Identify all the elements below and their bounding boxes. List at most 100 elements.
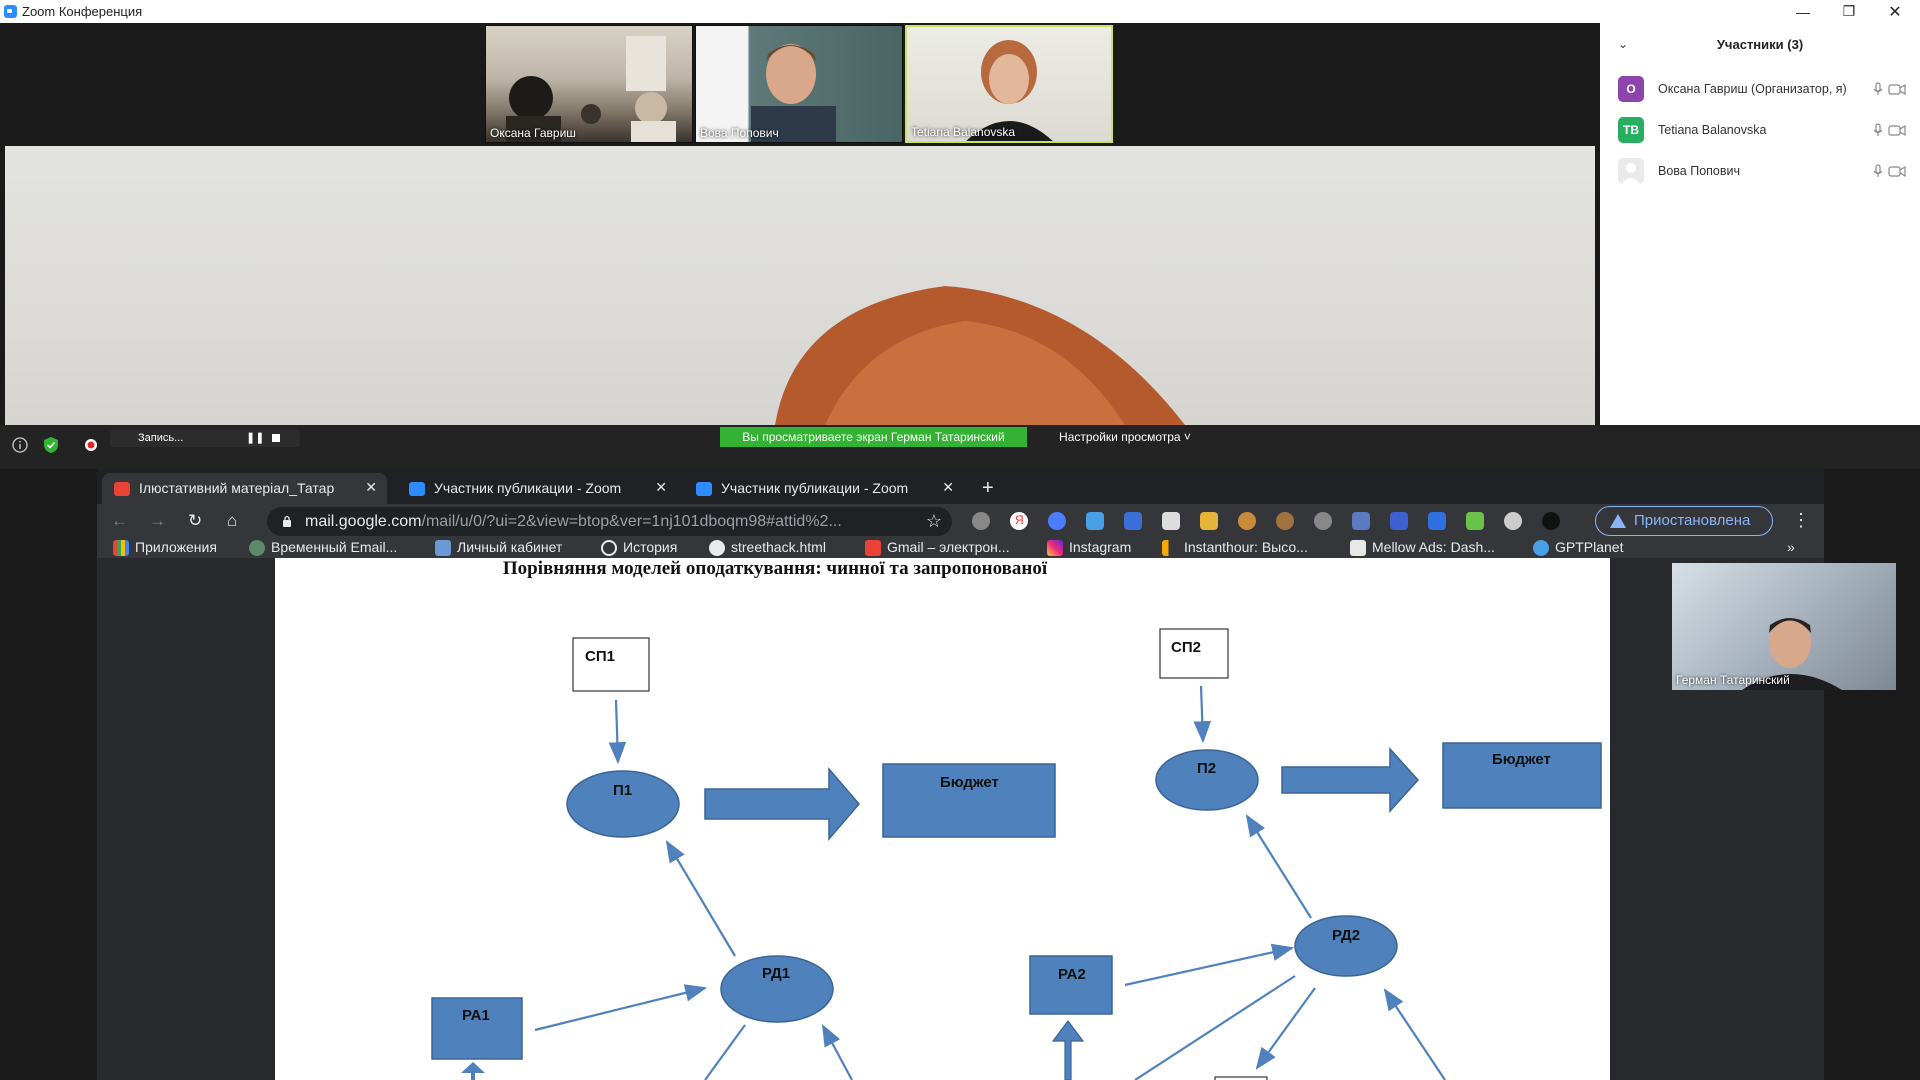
reload-icon[interactable]: ↻ [188, 511, 203, 530]
arrow-rd1-p1 [665, 840, 736, 957]
arrow-up-rd1 [821, 1024, 853, 1080]
home-icon[interactable]: ⌂ [227, 511, 238, 530]
participant-row[interactable]: Вова Попович [1618, 158, 1908, 184]
close-button[interactable]: ✕ [1888, 3, 1902, 21]
bookmark-item[interactable]: История [601, 539, 677, 556]
compass-extension-icon[interactable] [1504, 512, 1522, 530]
arrow-rd2-p2 [1245, 814, 1312, 919]
bookmark-item[interactable]: Instanthour: Высо... [1162, 539, 1308, 556]
active-speaker-video[interactable] [5, 146, 1595, 425]
camera-icon[interactable] [1888, 81, 1906, 97]
ra1-box [431, 997, 523, 1060]
shield-icon[interactable] [42, 436, 60, 454]
warning-icon [1610, 514, 1626, 528]
pause-icon[interactable]: ❚❚ [246, 432, 265, 444]
bar-chart-icon [1162, 540, 1178, 556]
browser-toolbar: ← → ↻ ⌂ mail.google.com/mail/u/0/?ui=2&v… [97, 504, 1824, 538]
s-extension-icon[interactable] [1086, 512, 1104, 530]
video-tile-vova[interactable]: Вова Попович [695, 25, 903, 143]
gptplanet-icon [1533, 540, 1549, 556]
bookmark-item[interactable]: Gmail – электрон... [865, 539, 1010, 556]
bookmarks-overflow-button[interactable]: » [1787, 539, 1795, 555]
globe-icon [709, 540, 725, 556]
participant-row[interactable]: ТВ Tetiana Balanovska [1618, 117, 1908, 143]
participant-name-label: Оксана Гавриш [490, 126, 576, 140]
bookmark-item[interactable]: streethack.html [709, 539, 826, 556]
cookie-extension-icon[interactable] [1238, 512, 1256, 530]
back-arrow-icon[interactable]: ← [111, 511, 128, 530]
sync-paused-label: Приостановлена [1634, 512, 1751, 529]
browser-tab-strip: Ілюстативний матеріал_Татар ✕ Участник п… [97, 469, 1824, 504]
bookmark-item[interactable]: Mellow Ads: Dash... [1350, 539, 1495, 556]
arrow-rd1-down [704, 1024, 746, 1080]
bookmarks-bar: Приложения Временный Email... Личный каб… [97, 538, 1824, 558]
yandex-extension-icon[interactable]: Я [1010, 512, 1028, 530]
kebab-menu-icon[interactable]: ⋮ [1792, 510, 1810, 530]
budget1-box [882, 763, 1056, 838]
url-text: mail.google.com/mail/u/0/?ui=2&view=btop… [305, 513, 905, 531]
bookmark-item[interactable]: Приложения [113, 539, 217, 556]
screen-share-toolbar: Запись... ❚❚ Вы просматриваете экран Гер… [0, 425, 1920, 469]
sp1-box [572, 637, 650, 692]
browser-tab[interactable]: Ілюстативний матеріал_Татар ✕ [102, 473, 387, 504]
apps-grid-icon [113, 540, 129, 556]
sp1-label: СП1 [585, 648, 615, 665]
bookmark-item[interactable]: Личный кабинет [435, 539, 562, 556]
search-extension-icon[interactable] [1314, 512, 1332, 530]
temp-mail-icon [249, 540, 265, 556]
sync-paused-button[interactable]: Приостановлена [1595, 506, 1773, 536]
video-tile-oksana[interactable]: Оксана Гавриш [485, 25, 693, 143]
bookmark-item[interactable]: Instagram [1047, 539, 1131, 556]
close-tab-icon[interactable]: ✕ [942, 479, 954, 495]
participant-name: Оксана Гавриш (Организатор, я) [1658, 82, 1847, 96]
close-tab-icon[interactable]: ✕ [655, 479, 667, 495]
self-view-video[interactable]: Герман Татаринский [1672, 563, 1896, 690]
microphone-icon[interactable] [1870, 163, 1886, 179]
participant-row[interactable]: О Оксана Гавриш (Организатор, я) [1618, 76, 1908, 102]
new-extension-icon[interactable] [1466, 512, 1484, 530]
bookmark-item[interactable]: Временный Email... [249, 539, 397, 556]
stop-icon[interactable] [272, 434, 280, 442]
bookmark-star-icon[interactable]: ☆ [925, 511, 942, 531]
profile-extension-icon[interactable] [1542, 512, 1560, 530]
arrow-ra2-rd2 [1124, 943, 1295, 987]
screen-extension-icon[interactable] [1352, 512, 1370, 530]
browser-tab[interactable]: Участник публикации - Zoom ✕ [397, 473, 677, 504]
address-bar[interactable]: mail.google.com/mail/u/0/?ui=2&view=btop… [267, 507, 952, 536]
forward-arrow-icon[interactable]: → [149, 511, 166, 530]
window-title: Zoom Конференция [22, 4, 143, 19]
minimize-button[interactable]: — [1796, 3, 1810, 20]
jh-extension-icon[interactable] [1390, 512, 1408, 530]
pen-extension-icon[interactable] [1124, 512, 1142, 530]
info-icon[interactable] [11, 436, 29, 454]
close-tab-icon[interactable]: ✕ [365, 479, 377, 495]
new-tab-button[interactable]: + [982, 477, 994, 499]
check-extension-icon[interactable] [1200, 512, 1218, 530]
camera-icon[interactable] [1888, 163, 1906, 179]
arrow-sp1-p1 [608, 699, 627, 765]
browser-tab[interactable]: Участник публикации - Zoom ✕ [684, 473, 964, 504]
cookie2-extension-icon[interactable] [1276, 512, 1294, 530]
zoom-favicon-icon [696, 482, 712, 496]
bookmark-item[interactable]: GPTPlanet [1533, 539, 1623, 556]
view-options-button[interactable]: Настройки просмотра ˅ [1050, 427, 1200, 447]
at-extension-icon[interactable] [1048, 512, 1066, 530]
restore-button[interactable]: ❐ [1842, 3, 1856, 19]
avatar: О [1618, 76, 1644, 102]
bookmark-label: Gmail – электрон... [887, 539, 1010, 555]
id-extension-icon[interactable] [1428, 512, 1446, 530]
chevron-down-icon: ˅ [1183, 430, 1191, 444]
block-arrow-2 [1281, 747, 1420, 813]
camera-icon[interactable] [1888, 122, 1906, 138]
video-tile-tetiana[interactable]: Tetiana Balanovska [905, 25, 1113, 143]
chevron-down-icon[interactable]: ⌄ [1618, 37, 1629, 51]
self-view-feed [1742, 618, 1842, 690]
participant-name-label: Вова Попович [700, 126, 779, 140]
p1-ellipse [566, 770, 680, 838]
p2-label: П2 [1197, 760, 1216, 777]
microphone-icon[interactable] [1870, 81, 1886, 97]
skype-extension-icon[interactable] [972, 512, 990, 530]
microphone-icon[interactable] [1870, 122, 1886, 138]
info-extension-icon[interactable] [1162, 512, 1180, 530]
tab-title: Ілюстативний матеріал_Татар [139, 480, 335, 496]
